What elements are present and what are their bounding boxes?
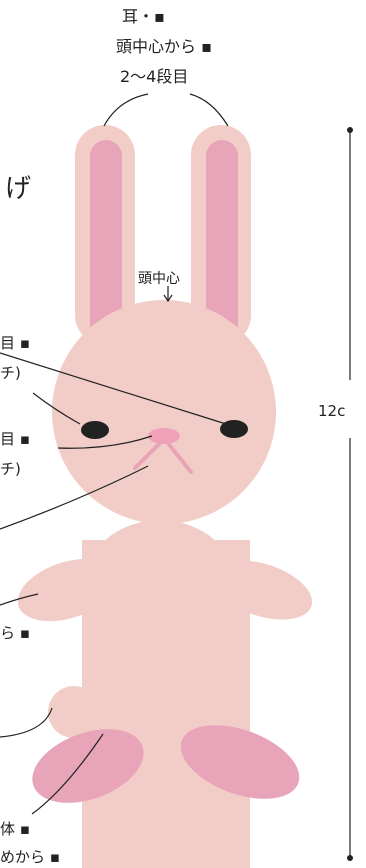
leader-lines — [0, 93, 229, 815]
left-arm — [17, 558, 119, 622]
head — [52, 300, 276, 524]
mouth-left — [133, 440, 163, 470]
head-center-label: 頭中心 — [138, 271, 180, 287]
ear-label-line1: 耳・▪ — [122, 7, 165, 26]
head-center-arrowhead — [163, 294, 173, 303]
tail — [48, 686, 100, 738]
nose-leader — [57, 435, 153, 449]
tail-leader — [0, 707, 53, 738]
title-fragment: げ — [5, 174, 31, 204]
foot-leader — [31, 733, 104, 815]
ear-leader-left — [103, 93, 149, 127]
body-label-b: めから ▪ — [0, 848, 60, 866]
eye-label-a: 目 ▪ — [0, 334, 30, 352]
ears — [75, 125, 251, 345]
mouth-right — [165, 440, 193, 474]
nose — [148, 428, 180, 444]
eye-leader-left — [32, 392, 81, 425]
left-foot — [32, 729, 144, 803]
body-shoulder — [82, 520, 238, 660]
right-arm — [211, 560, 313, 620]
right-eye — [220, 420, 248, 438]
body-label-a: 体 ▪ — [0, 820, 30, 838]
left-eye — [81, 421, 109, 439]
height-dimension — [347, 127, 353, 861]
ear-label-line3: 2〜4段目 — [120, 67, 188, 86]
eye-label-b: チ) — [0, 364, 21, 382]
arm-label: ら ▪ — [0, 624, 30, 642]
ear-label-line2: 頭中心から ▪ — [116, 37, 212, 56]
mouth-leader — [0, 465, 149, 530]
arm-leader — [0, 593, 39, 606]
nose-label-b: チ) — [0, 460, 21, 478]
height-label: 12c — [318, 402, 345, 420]
right-foot — [180, 725, 300, 799]
ear-leader-right — [189, 93, 229, 127]
nose-label-a: 目 ▪ — [0, 430, 30, 448]
height-bottom-dot — [347, 855, 353, 861]
left-inner-ear — [90, 140, 122, 340]
height-top-dot — [347, 127, 353, 133]
right-inner-ear — [206, 140, 238, 340]
eye-leader-right — [0, 352, 227, 425]
